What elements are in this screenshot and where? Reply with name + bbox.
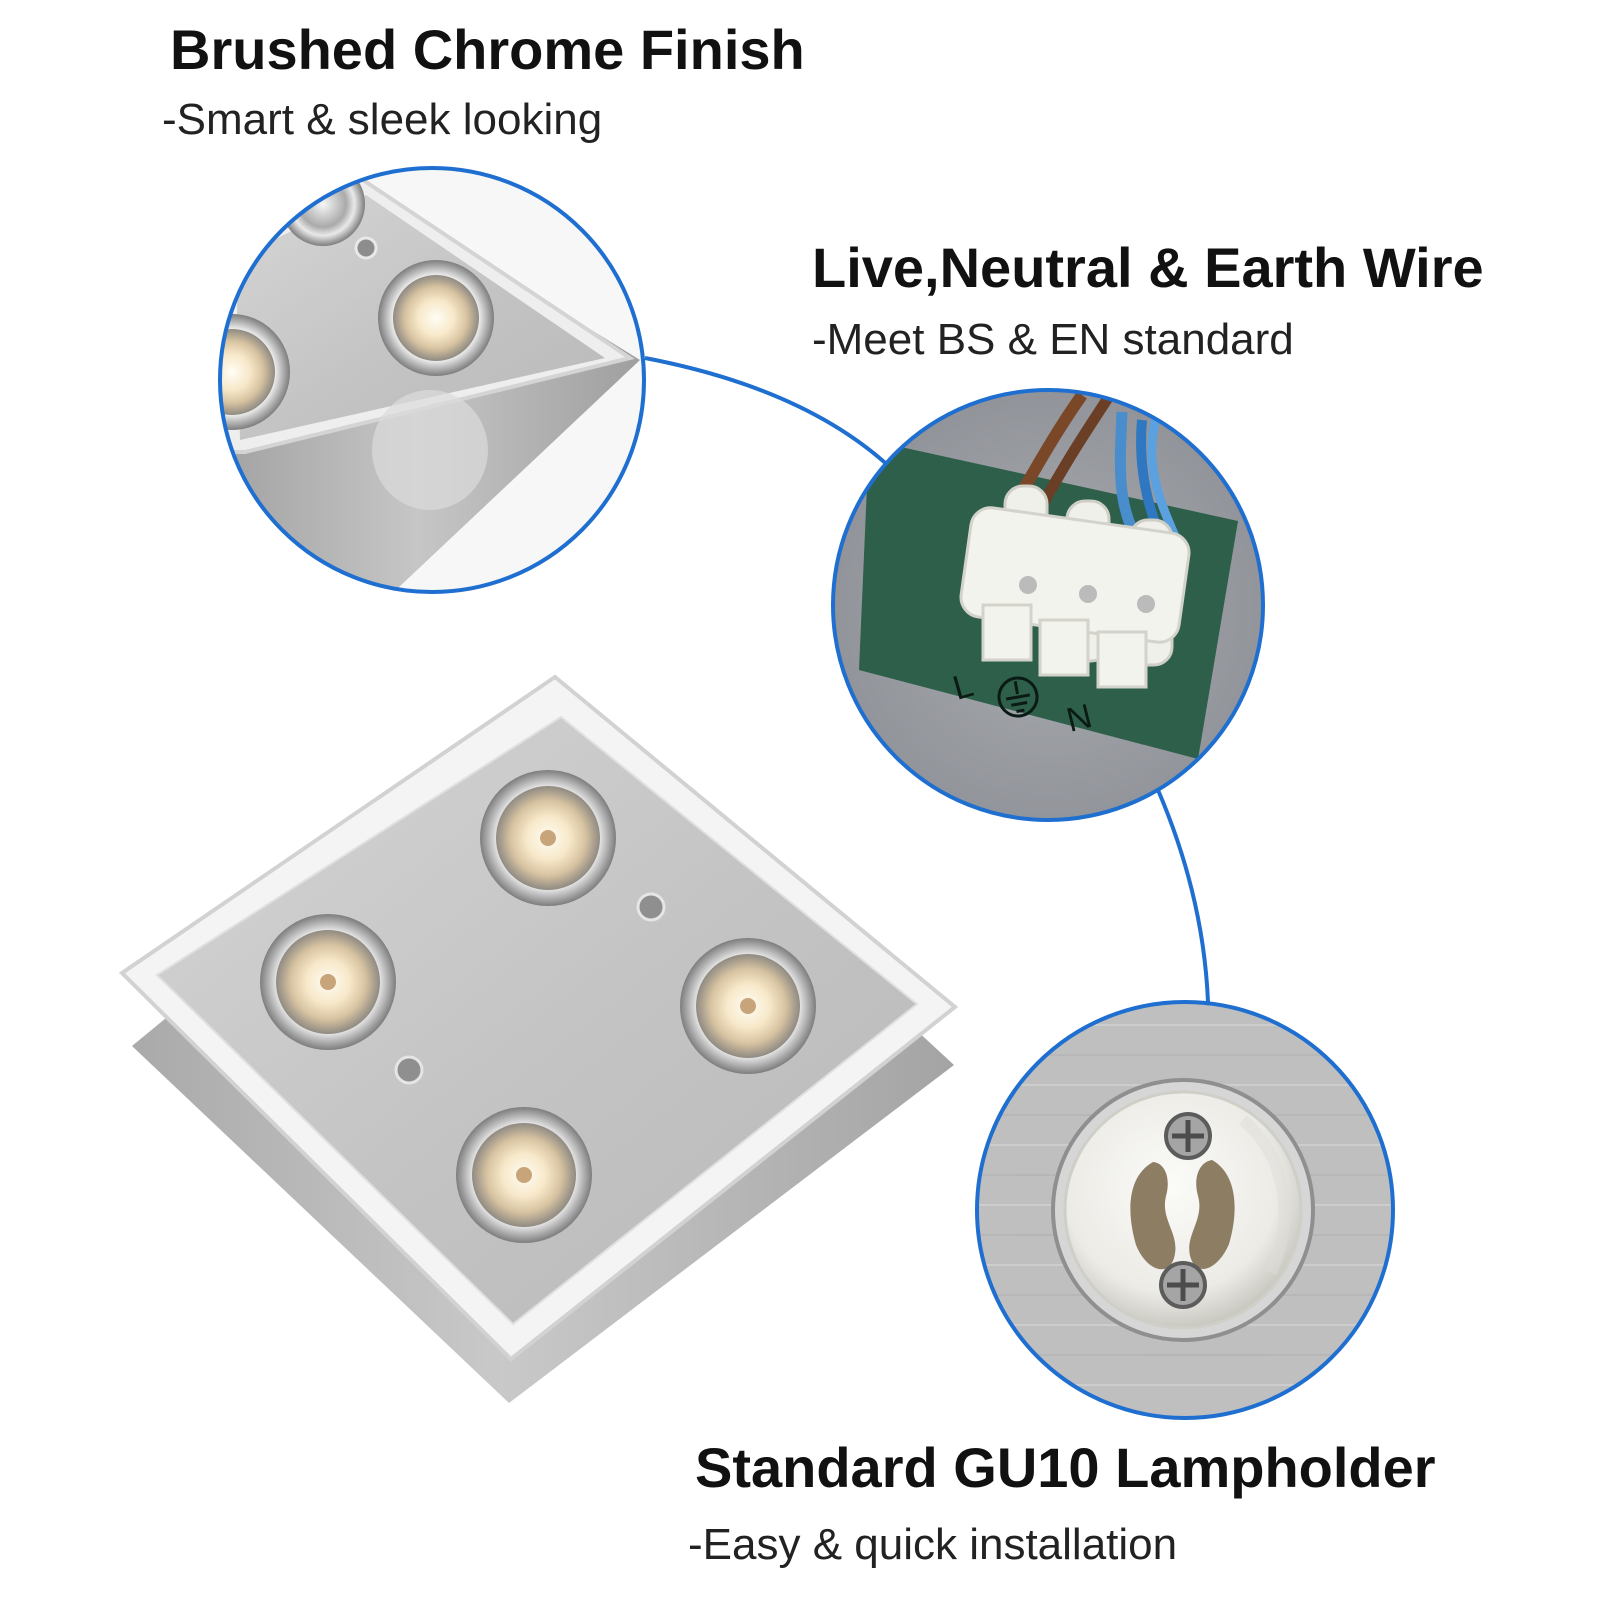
wiring-callout-ring [831,388,1265,822]
feature-title-chrome-finish: Brushed Chrome Finish [170,18,805,81]
wiring-terminal-callout: L N [833,390,1263,820]
feature-subtitle-lampholder: -Easy & quick installation [688,1520,1178,1569]
feature-subtitle-wiring: -Meet BS & EN standard [812,315,1294,364]
gu10-lampholder-callout [977,1002,1393,1418]
connector-lines [644,356,1210,1003]
feature-subtitle-chrome-finish: -Smart & sleek looking [162,95,603,144]
main-light-fixture [118,674,959,1403]
lampholder-callout-ring [975,1000,1395,1420]
chrome-finish-callout [220,168,644,592]
feature-title-wiring: Live,Neutral & Earth Wire [812,236,1484,299]
feature-title-lampholder: Standard GU10 Lampholder [695,1436,1436,1499]
earth-symbol-icon [997,676,1039,718]
chrome-callout-ring [218,166,646,594]
